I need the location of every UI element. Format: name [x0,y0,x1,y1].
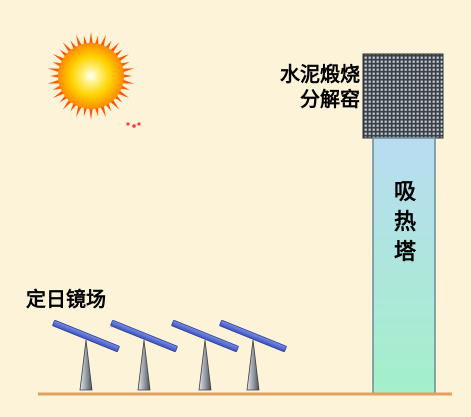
heliostat-support [137,339,151,391]
heliostat-mirror [219,320,287,352]
sun-ray [88,32,94,47]
heliostat-mirror [171,320,239,352]
heliostat-support [198,339,212,391]
kiln-label-line1: 水泥煅烧 [280,62,360,86]
heliostat-field-label: 定日镜场 [26,287,106,311]
sun-ray [88,105,94,120]
heliostat-3 [171,320,239,391]
heliostat-support [246,339,260,391]
absorber-tower [372,137,436,395]
heliostat-mirror [52,320,120,352]
kiln-label-line2: 分解窑 [300,87,360,111]
heliostat-field [52,320,287,391]
kiln-block [362,53,444,139]
tower-label-char2: 热 [393,210,416,235]
heliostat-1 [52,320,120,391]
heliostat-mirror [110,320,178,352]
tower-label-char3: 塔 [393,240,416,265]
kiln-label: 水泥煅烧 分解窑 [252,62,360,112]
heliostat-support [79,339,93,391]
heliostat-4 [219,320,287,391]
tower-label-char1: 吸 [393,180,416,205]
tower-label: 吸 热 塔 [373,178,437,268]
heliostat-2 [110,320,178,391]
sun-icon [47,32,141,128]
